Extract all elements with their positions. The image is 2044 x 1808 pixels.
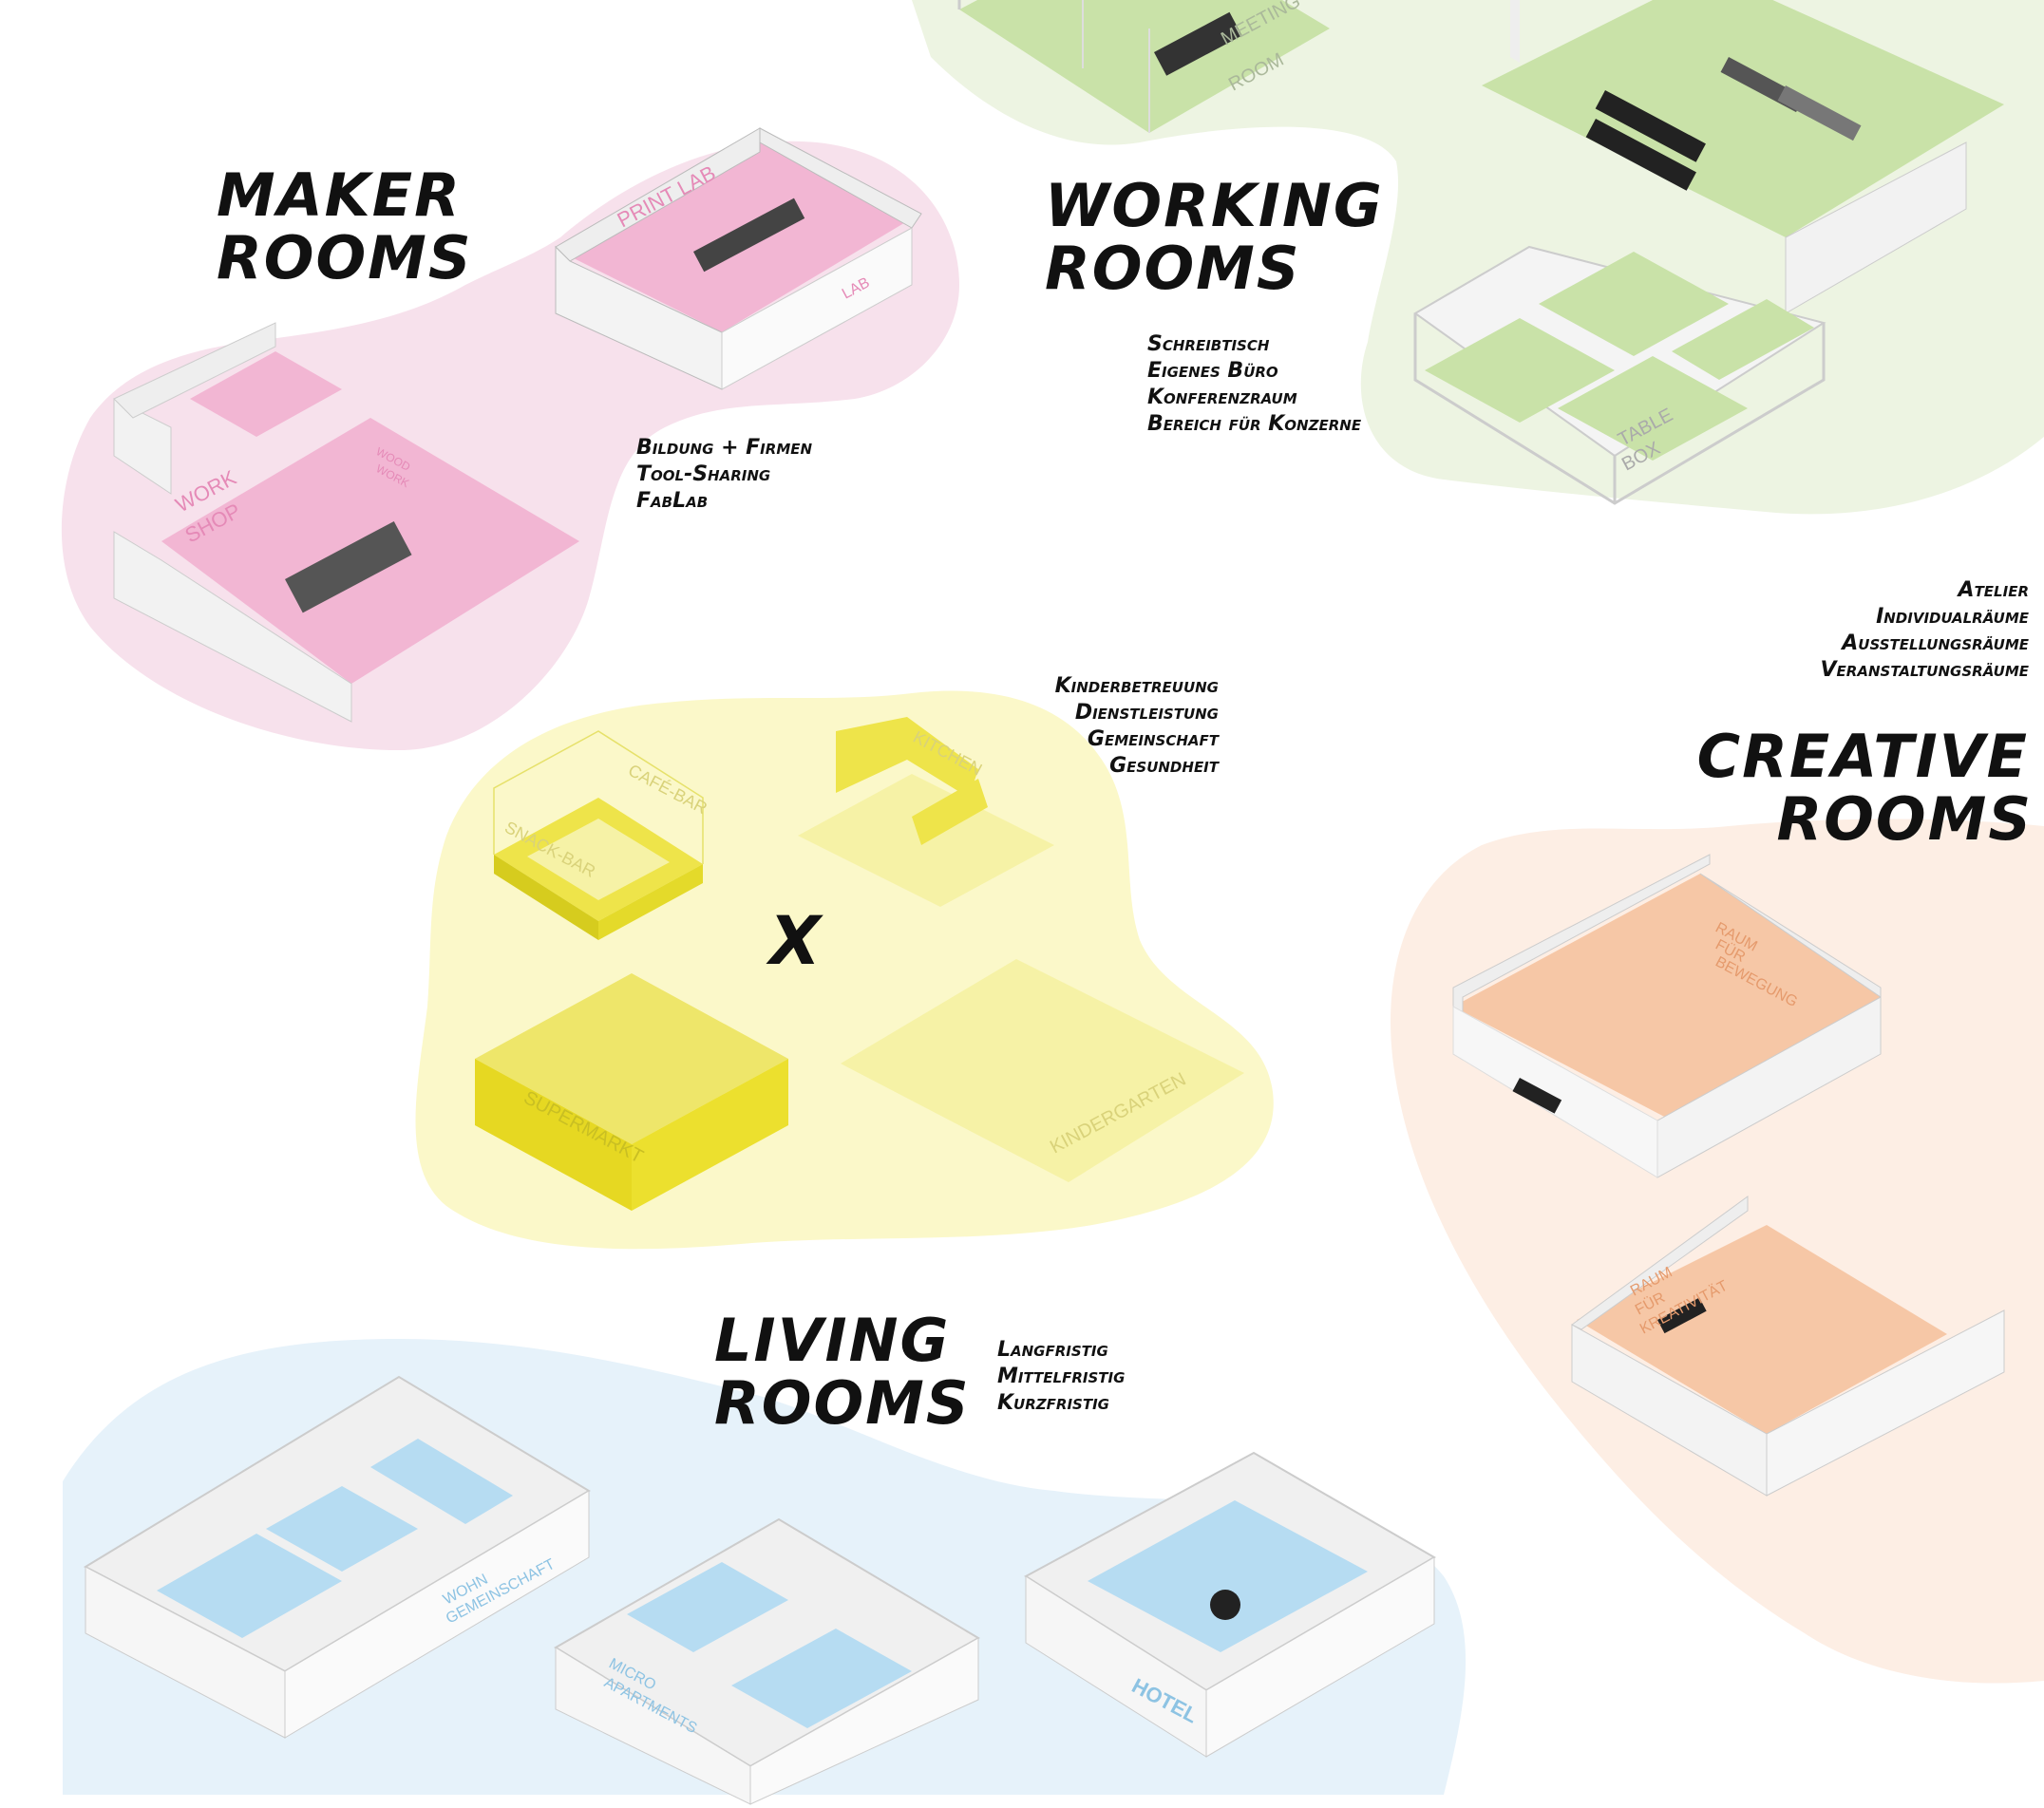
svg-text:ROOMS: ROOMS bbox=[1776, 784, 2033, 854]
svg-text:Schreibtisch: Schreibtisch bbox=[1147, 332, 1270, 356]
maker-list: Bildung + Firmen Tool-Sharing FabLab bbox=[636, 436, 812, 513]
maker-rooms-illustration: PRINT LAB LAB WORK SHOP WOOD WORK bbox=[113, 127, 922, 723]
living-title: LIVING bbox=[714, 1306, 950, 1375]
svg-text:Individualräume: Individualräume bbox=[1876, 605, 2030, 629]
svg-text:Bereich für Konzerne: Bereich für Konzerne bbox=[1147, 412, 1362, 436]
svg-text:Atelier: Atelier bbox=[1957, 578, 2029, 602]
svg-text:FabLab: FabLab bbox=[636, 489, 708, 513]
living-rooms-illustration: WOHN GEMEINSCHAFT MICRO APARTMENTS HOTEL bbox=[83, 1375, 1436, 1805]
open-office-floor bbox=[1482, 0, 2004, 237]
service-rooms-illustration: SNACK-BAR CAFÉ-BAR KITCHEN X SUPERMARKT … bbox=[475, 717, 1244, 1211]
desk-cluster bbox=[1585, 56, 1862, 191]
living-list: Langfristig Mittelfristig Kurzfristig bbox=[997, 1338, 1125, 1415]
creative-rooms-illustration: RAUM FÜR BEWEGUNG RAUM FÜR KREATIVITÄT bbox=[1452, 854, 2005, 1497]
plant-icon bbox=[1210, 1590, 1240, 1620]
creative-list: Atelier Individualräume Ausstellungsräum… bbox=[1821, 578, 2030, 682]
maker-title: MAKER bbox=[217, 160, 462, 230]
svg-text:Ausstellungsräume: Ausstellungsräume bbox=[1840, 631, 2029, 655]
creative-title: CREATIVE bbox=[1697, 722, 2029, 791]
svg-text:Konferenzraum: Konferenzraum bbox=[1147, 386, 1297, 409]
svg-text:ROOMS: ROOMS bbox=[1045, 234, 1301, 303]
svg-text:Langfristig: Langfristig bbox=[997, 1338, 1108, 1362]
svg-text:ROOMS: ROOMS bbox=[714, 1368, 971, 1438]
svg-text:Kurzfristig: Kurzfristig bbox=[997, 1391, 1109, 1415]
svg-text:Eigenes Büro: Eigenes Büro bbox=[1147, 359, 1278, 383]
svg-text:Bildung + Firmen: Bildung + Firmen bbox=[636, 436, 812, 460]
svg-text:Tool-Sharing: Tool-Sharing bbox=[636, 462, 770, 486]
svg-text:ROOMS: ROOMS bbox=[217, 223, 473, 292]
cross-mark: X bbox=[766, 902, 823, 980]
svg-text:Dienstleistung: Dienstleistung bbox=[1075, 701, 1219, 725]
svg-text:Kinderbetreuung: Kinderbetreuung bbox=[1055, 674, 1219, 698]
service-list: Kinderbetreuung Dienstleistung Gemeinsch… bbox=[1055, 674, 1221, 778]
svg-text:Veranstaltungsräume: Veranstaltungsräume bbox=[1821, 658, 2030, 682]
svg-text:Gemeinschaft: Gemeinschaft bbox=[1088, 727, 1221, 751]
svg-text:Mittelfristig: Mittelfristig bbox=[997, 1365, 1125, 1388]
working-list: Schreibtisch Eigenes Büro Konferenzraum … bbox=[1147, 332, 1362, 436]
working-rooms-illustration: MEETING ROOM TABLE BOX bbox=[957, 0, 2004, 505]
svg-text:Gesundheit: Gesundheit bbox=[1109, 754, 1221, 778]
working-title: WORKING bbox=[1045, 171, 1384, 240]
